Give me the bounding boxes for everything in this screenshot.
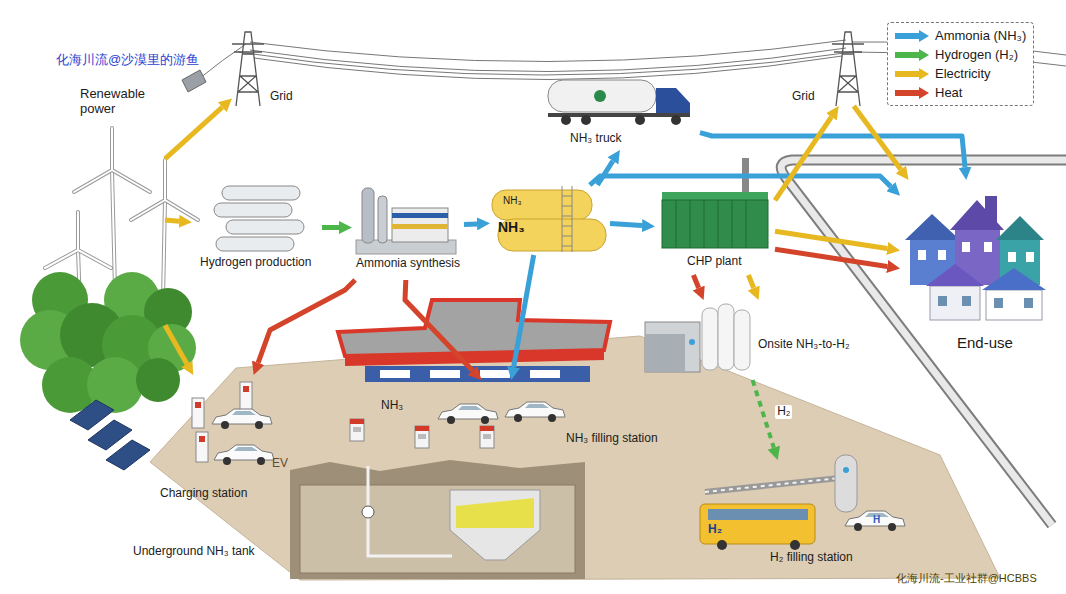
bus-label: H₂ bbox=[708, 523, 722, 537]
fuel-label: NH₃ bbox=[381, 399, 403, 413]
component-label: NH₃ bbox=[503, 195, 522, 207]
flow-arrow bbox=[258, 280, 355, 363]
ammonia-filling-station: NH₃ filling station bbox=[340, 380, 690, 450]
legend-swatch bbox=[895, 68, 929, 80]
flow-arrow bbox=[693, 275, 698, 288]
component-label: NH₃ filling station bbox=[566, 432, 658, 446]
grid-tower: Grid bbox=[790, 28, 860, 106]
component-label: Onsite NH₃-to-H₂ bbox=[758, 338, 850, 352]
legend-text: Hydrogen (H₂) bbox=[935, 45, 1018, 64]
flow-arrow bbox=[748, 275, 753, 288]
component-label: End-use bbox=[957, 334, 1013, 351]
grid-tower: Grid bbox=[232, 28, 302, 106]
legend-text: Heat bbox=[935, 83, 962, 102]
ammonia-synthesis: Ammonia synthesis bbox=[352, 175, 464, 280]
flow-arrow bbox=[165, 220, 179, 221]
flow-arrow bbox=[775, 249, 887, 266]
ammonia-truck: NH₃ truck bbox=[540, 72, 700, 150]
legend-row: Heat bbox=[895, 83, 1026, 102]
edge-label: H₂ bbox=[775, 405, 792, 419]
component-label: Renewable power bbox=[80, 87, 156, 117]
flow-arrow bbox=[405, 280, 473, 371]
part-label: Underground NH₃ tank bbox=[133, 545, 255, 559]
flow-arrow bbox=[590, 176, 891, 187]
component-label: CHP plant bbox=[687, 255, 741, 269]
component-label: Grid bbox=[270, 90, 293, 104]
flow-arrow bbox=[775, 117, 831, 201]
component-label: Charging station bbox=[160, 487, 247, 501]
end-use: End-use bbox=[900, 180, 1050, 360]
component-label: H₂ filling station bbox=[770, 551, 853, 565]
component-label: Ammonia synthesis bbox=[356, 257, 460, 271]
legend-swatch bbox=[895, 87, 929, 99]
flow-arrow bbox=[610, 224, 642, 226]
charging-station: Charging station bbox=[160, 375, 300, 505]
legend-box: Ammonia (NH₃)Hydrogen (H₂)ElectricityHea… bbox=[887, 22, 1034, 106]
flow-arrow bbox=[165, 107, 222, 159]
component-label: Hydrogen production bbox=[200, 256, 311, 270]
legend-swatch bbox=[895, 49, 929, 61]
legend-row: Hydrogen (H₂) bbox=[895, 45, 1026, 64]
flow-arrow bbox=[464, 221, 477, 227]
watermark: 化海川流-工业社群@HCBBS bbox=[896, 572, 1037, 585]
flow-arrow bbox=[753, 380, 774, 448]
ammonia-storage-tank: NH₃ NH₃ bbox=[490, 185, 610, 255]
flow-arrow bbox=[165, 325, 187, 363]
watermark: 化海川流@沙漠里的游鱼 bbox=[56, 53, 199, 68]
renewable-power: Renewable power bbox=[40, 85, 165, 345]
legend-row: Electricity bbox=[895, 64, 1026, 83]
flow-arrow bbox=[322, 225, 339, 230]
component-label: Grid bbox=[792, 90, 815, 104]
flow-arrow bbox=[700, 133, 965, 167]
legend-text: Ammonia (NH₃) bbox=[935, 26, 1026, 45]
legend-swatch bbox=[895, 30, 929, 42]
ev-label: EV bbox=[272, 457, 288, 471]
flow-arrow bbox=[598, 161, 613, 185]
chp-plant: CHP plant bbox=[655, 185, 775, 275]
hydrogen-production: Hydrogen production bbox=[192, 180, 322, 275]
component-label: NH₃ truck bbox=[570, 132, 622, 146]
car-label: H bbox=[873, 514, 880, 526]
onsite-cracker: Onsite NH₃-to-H₂ bbox=[640, 300, 880, 380]
hydrogen-filling-station: H₂ filling station bbox=[690, 460, 940, 570]
legend-text: Electricity bbox=[935, 64, 991, 83]
legend-row: Ammonia (NH₃) bbox=[895, 26, 1026, 45]
component-label: NH₃ bbox=[498, 219, 525, 235]
flow-arrow bbox=[775, 231, 887, 248]
flow-arrow bbox=[854, 106, 901, 170]
flow-arrow bbox=[514, 255, 534, 367]
